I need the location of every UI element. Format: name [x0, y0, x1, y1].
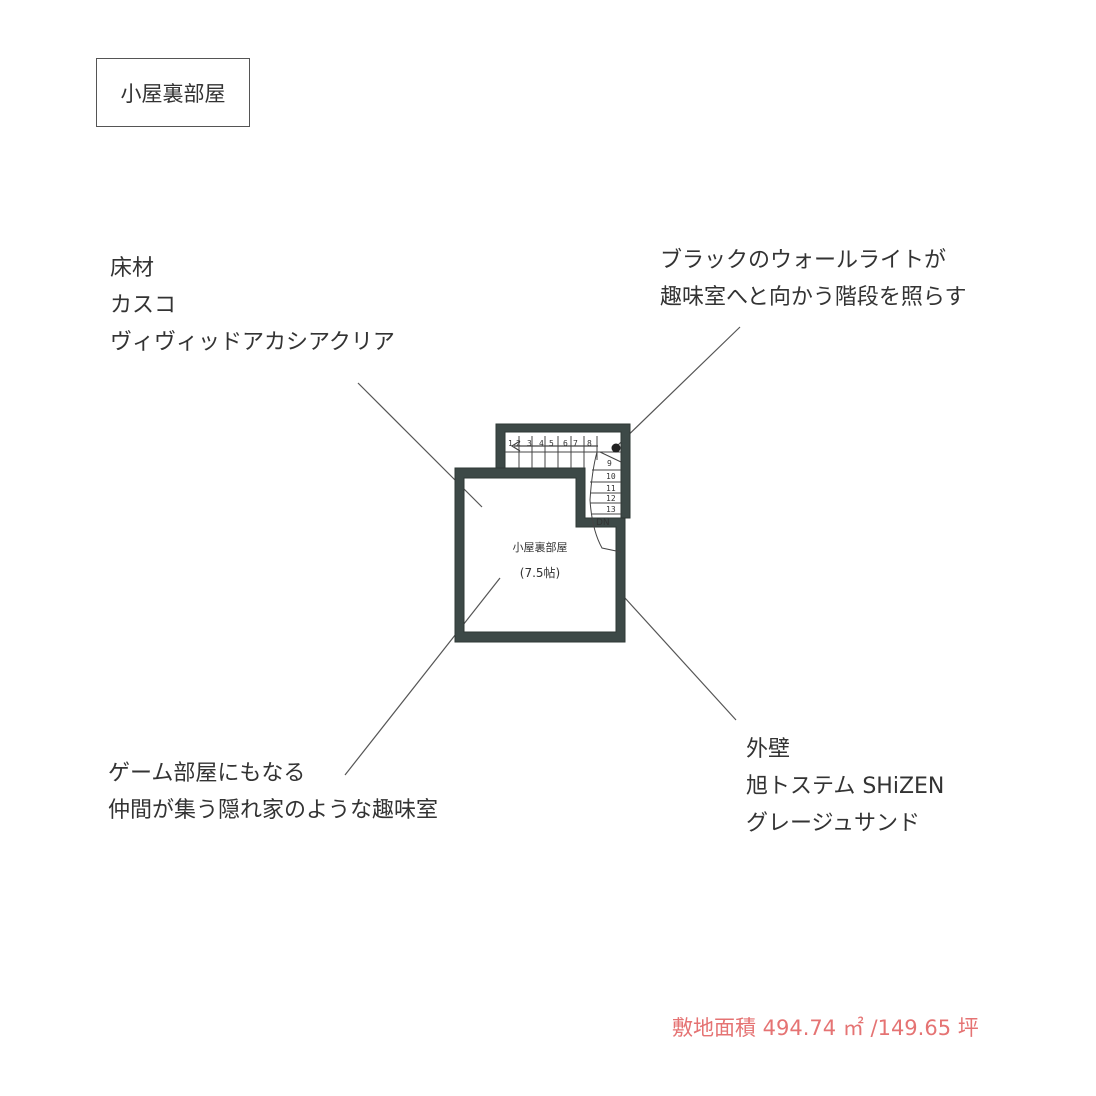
page-title: 小屋裏部屋: [120, 81, 226, 106]
wall-light-icon: [611, 443, 621, 453]
annotation-exterior: 外壁 旭トステム SHiZEN グレージュサンド: [746, 731, 944, 842]
stair-arrow-icon: [510, 440, 598, 452]
page-title-box: 小屋裏部屋: [96, 58, 250, 127]
leader-line-exterior: [624, 597, 737, 721]
stair-number-5: 5: [549, 439, 554, 448]
stair-number-12: 12: [606, 494, 616, 503]
stair-number-13: 13: [606, 505, 616, 514]
annotation-wall-light: ブラックのウォールライトが 趣味室へと向かう階段を照らす: [660, 242, 966, 316]
wall-light-line-2: 趣味室へと向かう階段を照らす: [660, 285, 967, 310]
stair-number-10: 10: [606, 472, 616, 481]
game-room-line-1: ゲーム部屋にもなる: [108, 761, 306, 786]
stair-direction-label: DN: [596, 518, 610, 528]
exterior-line-3: グレージュサンド: [746, 811, 921, 836]
stair-treads-upper: [505, 436, 621, 468]
stair-number-9: 9: [607, 459, 612, 468]
stair-number-8: 8: [587, 439, 592, 448]
stair-number-1: 1: [508, 439, 513, 448]
flooring-line-1: 床材: [110, 256, 155, 281]
stair-number-7: 7: [573, 439, 578, 448]
stair-number-3: 3: [527, 439, 532, 448]
leader-line-game-room: [344, 577, 501, 776]
flooring-line-3: ヴィヴィッドアカシアクリア: [110, 330, 395, 355]
stair-number-2: 2: [516, 439, 521, 448]
game-room-line-2: 仲間が集う隠れ家のような趣味室: [108, 798, 439, 823]
stair-number-6: 6: [563, 439, 568, 448]
annotation-flooring: 床材 カスコ ヴィヴィッドアカシアクリア: [110, 250, 395, 361]
wall-light-line-1: ブラックのウォールライトが: [660, 248, 947, 273]
site-area: 敷地面積 494.74 ㎡ /149.65 坪: [672, 1016, 979, 1040]
room-label: 小屋裏部屋: [513, 540, 568, 554]
leader-line-wall-light: [615, 326, 741, 448]
stair-number-11: 11: [606, 484, 616, 493]
exterior-line-1: 外壁: [746, 737, 791, 762]
exterior-line-2: 旭トステム SHiZEN: [746, 774, 945, 799]
room-wall: [454, 467, 626, 643]
stair-treads-side: [589, 451, 622, 553]
annotation-game-room: ゲーム部屋にもなる 仲間が集う隠れ家のような趣味室: [108, 755, 438, 829]
room-size-label: (7.5帖): [520, 565, 560, 580]
flooring-line-2: カスコ: [110, 293, 177, 318]
stair-wall: [495, 423, 631, 519]
stair-number-4: 4: [539, 439, 544, 448]
